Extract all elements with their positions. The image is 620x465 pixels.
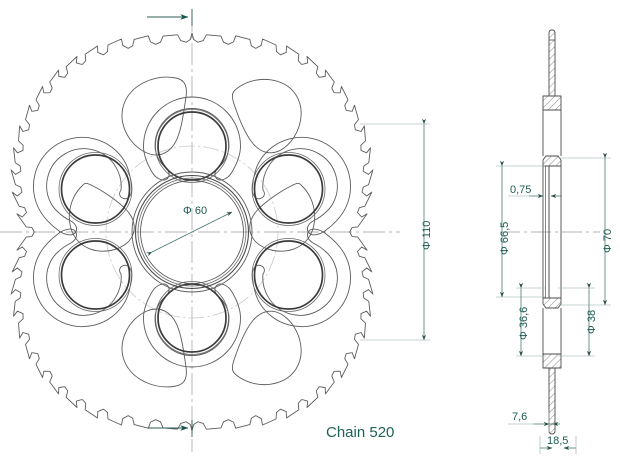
sprocket-side-section-view [496,29,611,454]
inner-diameter-b-dimension [558,282,595,357]
bolt-holes [33,96,351,368]
sprocket-web-outline [68,76,316,388]
bore-dimension-label: Φ 60 [183,205,208,217]
tooth-offset-dimension [508,412,560,432]
bolt-hole [33,136,133,236]
flange-diameter-dimension [559,152,611,306]
web-thickness-dimension-label: 0,75 [510,184,532,196]
bolt-hole [251,136,351,236]
overall-width-dimension [539,436,577,454]
flange-diameter-dimension-label: Φ 70 [602,228,614,253]
outside-diameter-dimension-label: Φ 110 [421,220,433,250]
central-web [542,110,562,298]
inner-diameter-a-dimension-label: Φ 36,6 [518,306,530,340]
bolt-hole [143,96,241,183]
inner-diameter-a-dimension [516,282,546,357]
bolt-hole [143,281,241,368]
lower-hub-hatched [542,297,562,309]
inner-diameter-b-dimension-label: Φ 38 [586,309,598,334]
lightening-holes [68,76,316,388]
bolt-hole [251,228,351,328]
hub-diameter-dimension-label: Φ 66,5 [499,221,511,255]
sprocket-front-view [0,9,430,452]
center-bore [131,171,253,293]
overall-width-dimension-label: 18,5 [547,435,569,447]
rotation-direction-arrows [147,9,193,437]
bolt-pitch-circle [105,145,279,319]
lower-flange-hatched [542,353,562,369]
upper-hub-hatched [542,155,562,167]
upper-tooth-profile [548,29,556,97]
chain-specification-note: Chain 520 [326,424,395,441]
bore-dimension-line [146,211,233,257]
tooth-offset-dimension-label: 7,6 [512,411,528,423]
bolt-hole [33,228,133,328]
upper-flange-hatched [542,95,562,111]
outside-diameter-dimension [360,118,430,341]
